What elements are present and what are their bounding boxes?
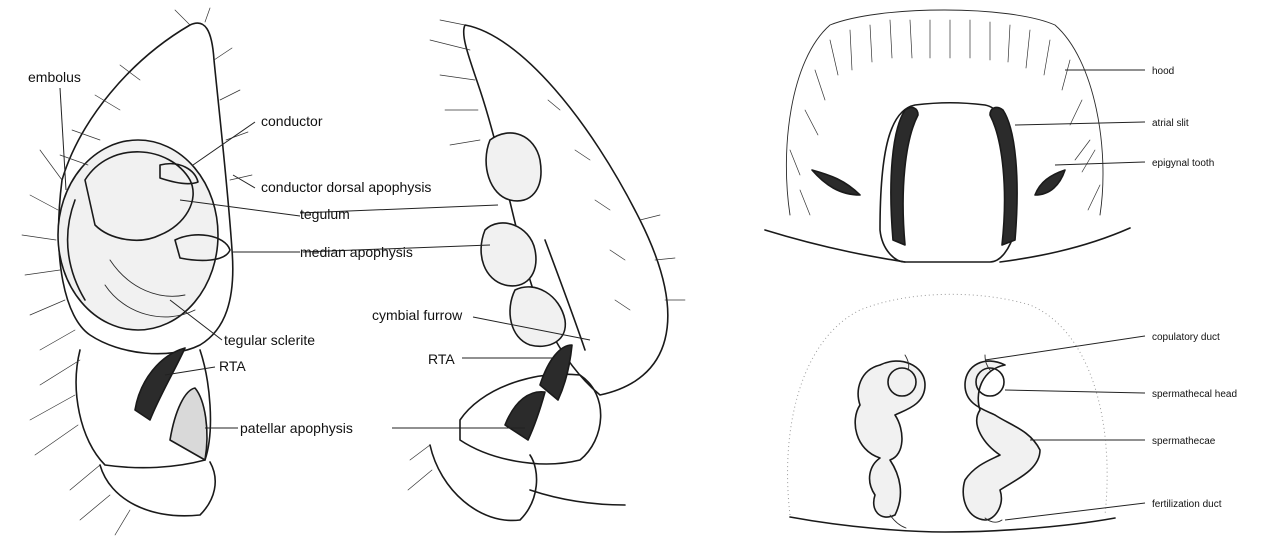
label-copulatory-duct: copulatory duct	[1152, 332, 1220, 343]
palp-retrolateral-view	[408, 20, 685, 520]
label-median-apophysis: median apophysis	[300, 244, 413, 260]
label-cymbial-furrow: cymbial furrow	[372, 307, 463, 323]
palp-ventral-view	[22, 8, 252, 535]
label-rta-left: RTA	[219, 358, 246, 374]
label-spermathecal-head: spermathecal head	[1152, 389, 1237, 400]
label-hood: hood	[1152, 66, 1174, 77]
label-epigynal-tooth: epigynal tooth	[1152, 158, 1214, 169]
label-fertilization-duct: fertilization duct	[1152, 499, 1222, 510]
epigyne-ventral-view	[765, 10, 1130, 262]
vulva-dorsal-view	[788, 294, 1115, 532]
label-patellar-apophysis: patellar apophysis	[240, 420, 353, 436]
label-tegulum: tegulum	[300, 206, 350, 222]
label-atrial-slit: atrial slit	[1152, 118, 1189, 129]
label-tegular-sclerite: tegular sclerite	[224, 332, 315, 348]
label-rta-right: RTA	[428, 351, 455, 367]
label-conductor: conductor	[261, 113, 323, 129]
label-spermathecae: spermathecae	[1152, 436, 1216, 447]
label-conductor-dorsal-apophysis: conductor dorsal apophysis	[261, 179, 431, 195]
label-embolus: embolus	[28, 69, 81, 85]
